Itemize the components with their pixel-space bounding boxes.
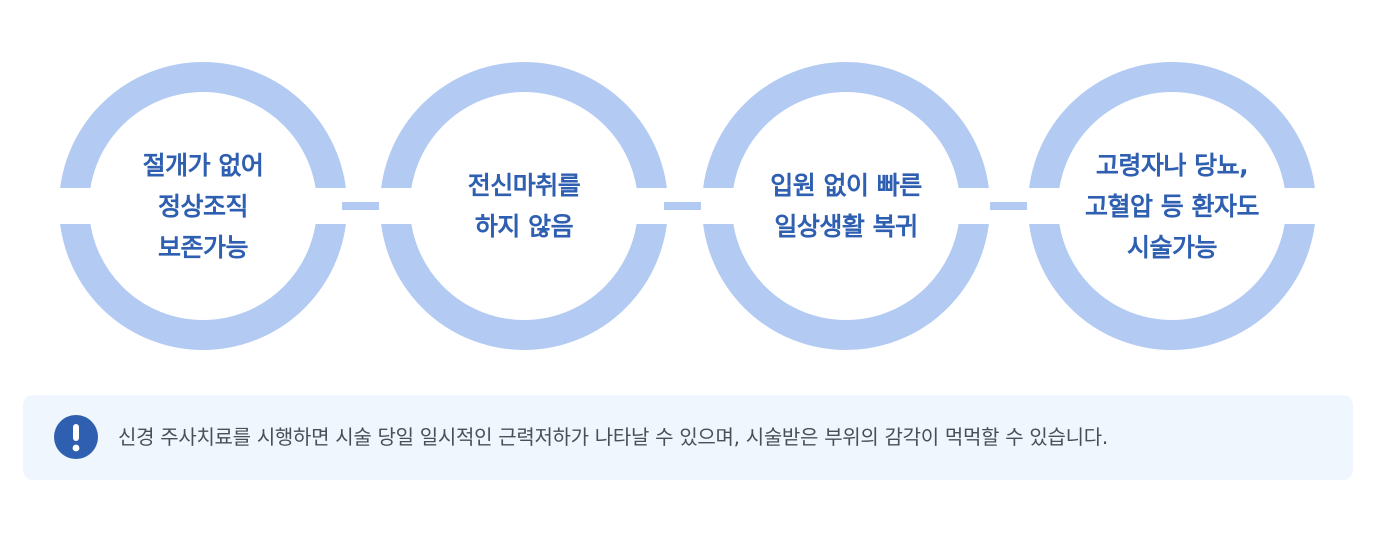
ring-outline — [701, 62, 991, 350]
feature-label-line: 하지 않음 — [474, 212, 574, 241]
feature-circle-2: 전신마취를 하지 않음 — [379, 61, 669, 351]
feature-label: 절개가 없어 정상조직 보존가능 — [58, 61, 348, 351]
feature-label-line: 고혈압 등 환자도 — [1085, 191, 1259, 221]
ring-outline — [58, 62, 348, 350]
feature-circle-4: 고령자나 당뇨, 고혈압 등 환자도 시술가능 — [1027, 61, 1317, 351]
connector-line — [990, 202, 1034, 210]
connector-line — [664, 202, 708, 210]
feature-label-line: 정상조직 — [157, 191, 249, 221]
ring-outline — [379, 62, 669, 350]
feature-circle-3: 입원 없이 빠른 일상생활 복귀 — [701, 61, 991, 351]
feature-label-line: 보존가능 — [157, 232, 249, 262]
feature-label-line: 일상생활 복귀 — [774, 212, 918, 241]
feature-label-line: 고령자나 당뇨, — [1095, 150, 1249, 180]
feature-label: 고령자나 당뇨, 고혈압 등 환자도 시술가능 — [1027, 61, 1317, 351]
ring-outline — [1027, 62, 1317, 350]
feature-flow: 절개가 없어 정상조직 보존가능 전신마취를 하지 않음 입원 없이 빠른 일상… — [58, 61, 1317, 351]
feature-label: 입원 없이 빠른 일상생활 복귀 — [701, 61, 991, 351]
feature-label: 전신마취를 하지 않음 — [379, 61, 669, 351]
notice-text: 신경 주사치료를 시행하면 시술 당일 일시적인 근력저하가 나타날 수 있으며… — [118, 425, 1108, 449]
feature-label-line: 절개가 없어 — [142, 150, 264, 180]
feature-label-line: 전신마취를 — [467, 171, 581, 200]
notice-box: 신경 주사치료를 시행하면 시술 당일 일시적인 근력저하가 나타날 수 있으며… — [23, 395, 1353, 480]
feature-circle-1: 절개가 없어 정상조직 보존가능 — [58, 61, 348, 351]
connector-line — [342, 202, 386, 210]
feature-label-line: 시술가능 — [1126, 232, 1218, 262]
exclamation-icon — [54, 415, 98, 459]
feature-label-line: 입원 없이 빠른 — [770, 171, 922, 200]
